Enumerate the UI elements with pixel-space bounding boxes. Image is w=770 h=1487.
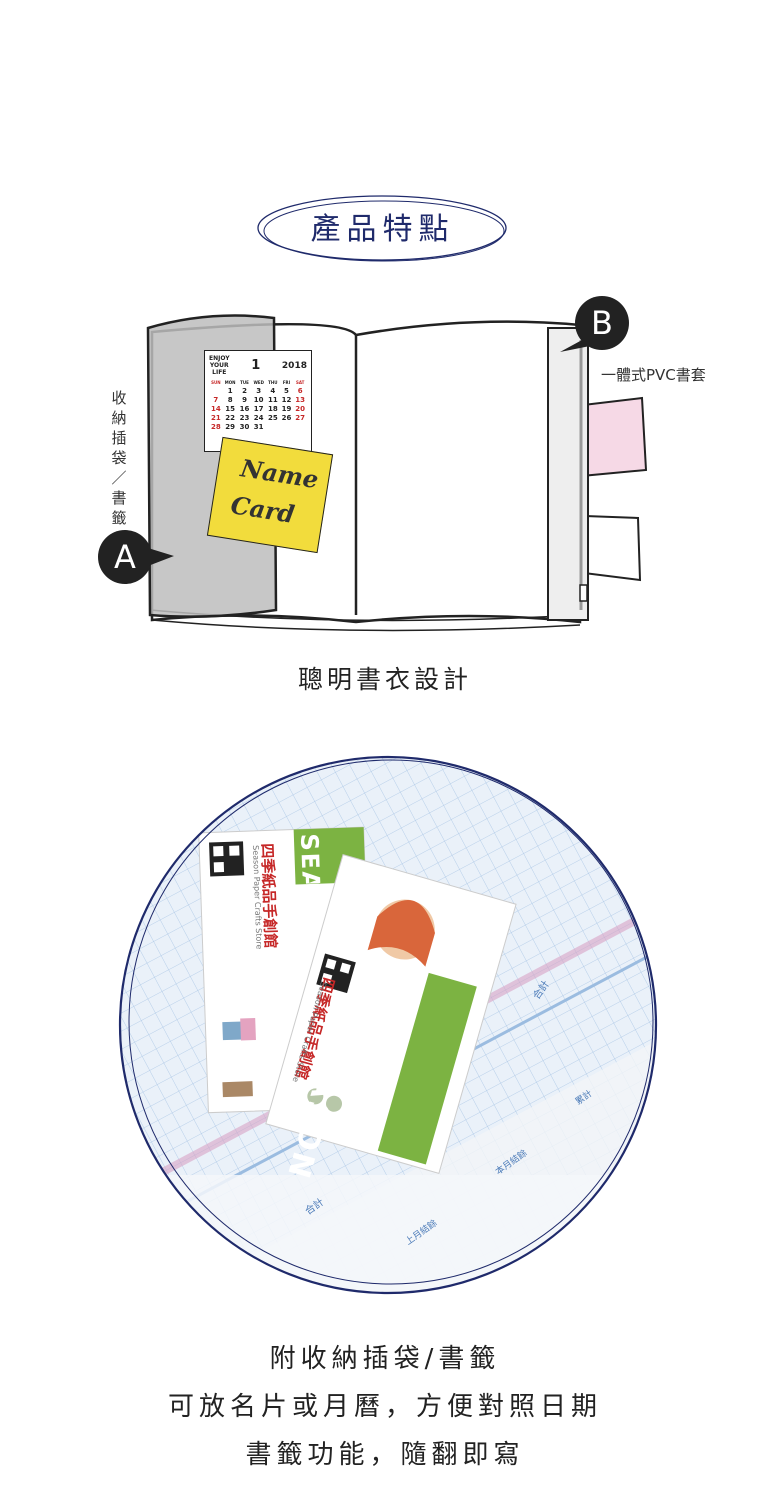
calendar-day: 30 [239,423,250,431]
calendar-day: 5 [284,387,289,395]
back-card-brand: SEASON [295,833,325,884]
calendar-day: 20 [295,405,306,413]
calendar-day: 10 [253,396,264,404]
calendar-day: 31 [253,423,264,431]
calendar-day: 18 [267,405,278,413]
marker-b-label: B [591,304,613,342]
name-card-line1: Name [238,453,321,495]
calendar-day: 14 [210,405,221,413]
calendar-day: 17 [253,405,264,413]
calendar-day: 29 [225,423,236,431]
calendar-day [266,423,280,432]
front-business-card [265,854,517,1175]
calendar-day: 7 [213,396,219,404]
caption-bookmark: 書籤功能，隨翻即寫 [245,1440,525,1470]
calendar-day: 11 [267,396,278,404]
smart-cover-caption: 聰明書衣設計 [297,665,472,694]
calendar-day: 8 [227,396,233,404]
title-ellipse-icon [257,195,507,262]
calendar-day: 15 [225,405,236,413]
calendar-day [293,423,307,432]
calendar-weekday: WED [253,380,264,385]
section-title: 產品特點 [310,212,455,247]
calendar-day: 19 [281,405,292,413]
calendar-day: 12 [281,396,292,404]
calendar-day: 13 [295,396,306,404]
calendar-day [209,387,223,396]
calendar-weekday: THU [268,380,278,385]
calendar-brand-bot: LIFE [212,369,227,376]
calendar-day: 16 [239,405,250,413]
pocket-photo: 合計 上月結餘 本月結餘 累計 合計 [108,745,668,1305]
caption-calendar: 可放名片或月曆，方便對照日期 [167,1392,602,1422]
calendar-day: 1 [227,387,233,395]
calendar-month: 1 [251,358,261,373]
calendar-day: 25 [267,414,278,422]
marker-a-bubble [98,530,174,584]
calendar-brand-mid: YOUR [209,362,229,369]
section-title-badge: 產品特點 [255,190,510,270]
calendar-brand-top: ENJOY [209,355,230,362]
calendar-weekday: SAT [295,380,305,385]
calendar-weekday: FRI [282,380,291,385]
calendar-day [280,423,294,432]
calendar-day: 3 [256,387,262,395]
marker-a-label: A [114,538,136,576]
calendar-day: 26 [281,414,292,422]
pvc-cover-label: 一體式PVC書套 [601,366,706,384]
calendar-day: 28 [210,423,221,431]
marker-b-bubble [560,296,629,352]
calendar-day: 6 [297,387,303,395]
name-card: Name Card [206,436,334,554]
calendar-day: 27 [295,414,306,422]
name-card-line2: Card [228,490,297,529]
calendar-day: 23 [239,414,250,422]
pocket-bookmark-label: 收納插袋／書籤 [111,389,127,527]
calendar-day: 21 [210,414,221,422]
calendar-day: 24 [253,414,264,422]
caption-pocket: 附收納插袋/書籤 [269,1344,501,1374]
calendar-weekday: TUE [240,380,249,385]
photo-ring [118,755,658,1295]
calendar-weekday: SUN [211,380,221,385]
calendar-weekday: MON [224,380,236,385]
calendar-year: 2018 [281,360,307,371]
calendar-day: 22 [225,414,236,422]
calendar-day: 2 [242,387,247,395]
calendar-day: 9 [242,396,247,404]
calendar-day: 4 [270,387,276,395]
